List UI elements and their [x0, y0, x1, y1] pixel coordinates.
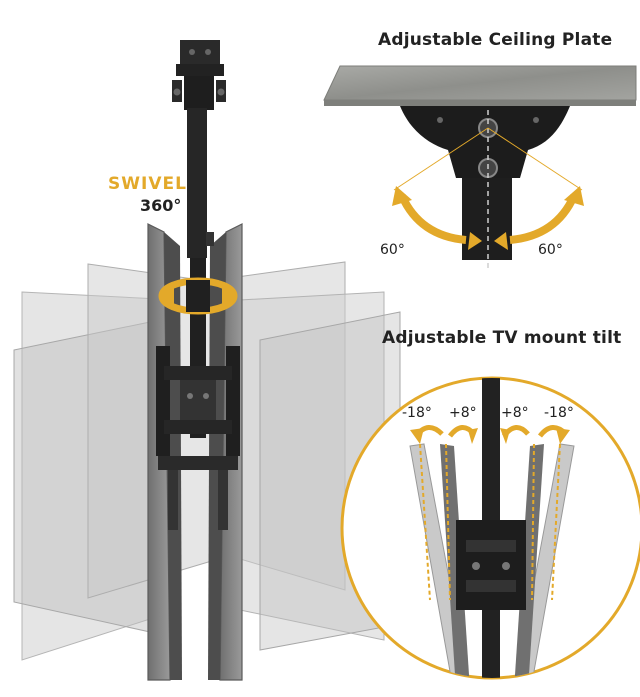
swivel-degrees: 360°	[140, 196, 182, 215]
tv-mount-assembly	[156, 346, 240, 530]
ceiling-plate-title: Adjustable Ceiling Plate	[378, 30, 613, 50]
ceiling-plate	[400, 106, 570, 178]
tilt-angle-3: +8°	[501, 405, 529, 421]
ceiling-plate-detail	[323, 65, 637, 272]
plate-angle-arrows	[392, 186, 584, 250]
tilt-title: Adjustable TV mount tilt	[382, 328, 622, 348]
plate-left-angle: 60°	[380, 242, 405, 258]
ceiling-bracket	[172, 40, 226, 102]
plate-right-angle: 60°	[538, 242, 563, 258]
concrete-ceiling	[323, 65, 637, 101]
tilt-angle-arrows	[410, 425, 570, 444]
tilt-angle-1: -18°	[402, 405, 432, 421]
tilt-detail-content	[409, 378, 575, 678]
swivel-arrow	[158, 277, 238, 315]
swivel-label: SWIVEL	[108, 174, 187, 194]
tilt-angle-4: -18°	[544, 405, 574, 421]
tilt-angle-2: +8°	[449, 405, 477, 421]
